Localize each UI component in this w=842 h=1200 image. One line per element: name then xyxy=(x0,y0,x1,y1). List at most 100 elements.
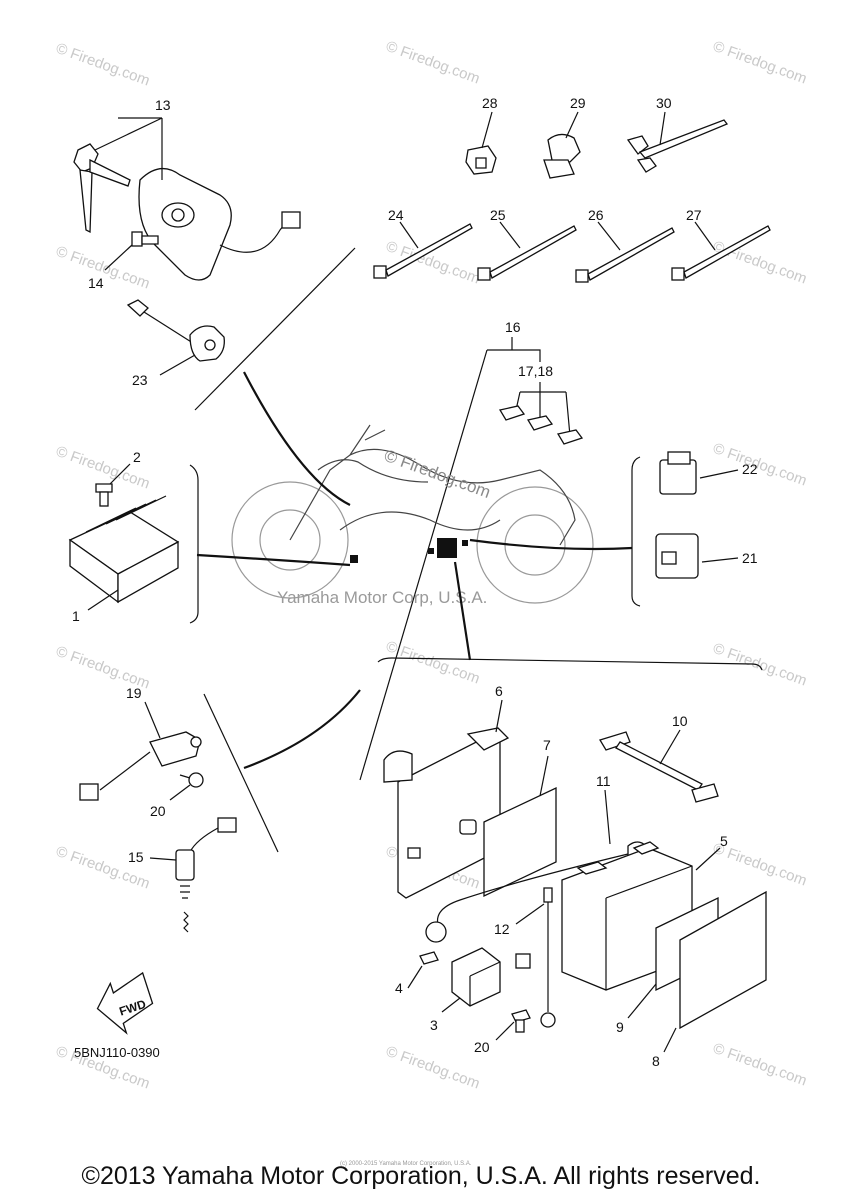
callout-28: 28 xyxy=(482,95,498,111)
leader-23 xyxy=(159,354,196,376)
sensor-part-15 xyxy=(175,817,237,933)
watermark: © Firedog.com xyxy=(711,1040,809,1090)
leader-13 xyxy=(94,117,163,180)
fuse-parts xyxy=(498,405,584,445)
watermark: © Firedog.com xyxy=(384,1043,482,1093)
callout-20b: 20 xyxy=(474,1039,490,1055)
connector-left xyxy=(196,553,351,567)
battery-box-part-6 xyxy=(383,727,510,899)
copyright-notice: ©2013 Yamaha Motor Corporation, U.S.A. A… xyxy=(81,1162,761,1190)
pad-part-7 xyxy=(483,786,557,898)
group-bracket-lower-left xyxy=(203,693,279,853)
center-watermark: © Firedog.com xyxy=(382,446,493,502)
callout-26: 26 xyxy=(588,207,604,223)
diagram-code: 5BNJ110-0390 xyxy=(74,1045,160,1060)
leader-9 xyxy=(627,983,657,1019)
motorcycle-outline xyxy=(231,424,594,604)
callout-1: 1 xyxy=(72,608,80,624)
group-bracket-top-left xyxy=(194,247,356,411)
leader-10 xyxy=(659,729,681,765)
connector-bottom-left xyxy=(243,689,361,770)
callout-4: 4 xyxy=(395,980,403,996)
callout-8: 8 xyxy=(652,1053,660,1069)
callout-21: 21 xyxy=(742,550,758,566)
watermark: © Firedog.com xyxy=(711,238,809,288)
callout-2: 2 xyxy=(133,449,141,465)
band-part-30 xyxy=(626,119,729,173)
leader-3 xyxy=(441,997,461,1013)
cable-tie-24 xyxy=(373,223,473,279)
connector-right xyxy=(469,538,633,551)
leader-1 xyxy=(87,589,119,611)
callout-13: 13 xyxy=(155,97,171,113)
leader-16-line xyxy=(359,349,488,781)
relay-part-21 xyxy=(655,533,699,579)
screw-part-20a xyxy=(179,772,204,788)
leader-4 xyxy=(407,965,423,989)
leader-11 xyxy=(604,789,611,845)
watermark: © Firedog.com xyxy=(711,640,809,690)
leader-12 xyxy=(515,903,545,925)
callout-20a: 20 xyxy=(150,803,166,819)
connector-top-left xyxy=(243,371,351,506)
callout-12: 12 xyxy=(494,921,510,937)
leader-27 xyxy=(694,221,716,251)
leader-2 xyxy=(109,463,131,485)
callout-30: 30 xyxy=(656,95,672,111)
leader-22 xyxy=(699,469,739,479)
relay-part-22 xyxy=(659,451,697,495)
leader-15 xyxy=(149,857,177,861)
leader-7 xyxy=(539,755,549,797)
switch-part-19 xyxy=(79,731,202,801)
bolt-part-4 xyxy=(419,951,439,965)
leader-20b xyxy=(495,1021,515,1041)
sensor-part-23 xyxy=(126,299,225,362)
clamp-part-28 xyxy=(465,145,497,175)
callout-7: 7 xyxy=(543,737,551,753)
leader-26 xyxy=(597,221,621,251)
callout-14: 14 xyxy=(88,275,104,291)
lead-part-12 xyxy=(515,887,556,1028)
leader-19 xyxy=(144,701,161,739)
bolt-part-14 xyxy=(131,231,159,247)
callout-25: 25 xyxy=(490,207,506,223)
cable-tie-27 xyxy=(671,225,771,281)
leader-20a xyxy=(169,784,191,801)
callout-17-18: 17,18 xyxy=(518,363,553,379)
callout-6: 6 xyxy=(495,683,503,699)
connector-bottom xyxy=(453,561,472,661)
watermark: © Firedog.com xyxy=(54,40,152,90)
callout-23: 23 xyxy=(132,372,148,388)
leader-24 xyxy=(399,221,419,249)
leader-30 xyxy=(659,111,666,146)
watermark: © Firedog.com xyxy=(711,440,809,490)
rectifier-part-1 xyxy=(68,495,180,604)
leader-8 xyxy=(663,1027,677,1053)
watermark: © Firedog.com xyxy=(711,38,809,88)
bolt-part-20b xyxy=(511,1009,531,1033)
leader-16 xyxy=(487,337,541,362)
group-bracket-battery xyxy=(377,657,763,671)
yamaha-mark: Yamaha Motor Corp, U.S.A. xyxy=(277,588,487,607)
callout-11: 11 xyxy=(596,773,611,789)
leader-21 xyxy=(701,557,739,563)
callout-22: 22 xyxy=(742,461,758,477)
callout-9: 9 xyxy=(616,1019,624,1035)
ignition-switch-part xyxy=(73,143,301,281)
callout-3: 3 xyxy=(430,1017,438,1033)
watermark: © Firedog.com xyxy=(384,38,482,88)
leader-17-18 xyxy=(515,382,571,437)
callout-16: 16 xyxy=(505,319,521,335)
leader-6 xyxy=(495,699,503,733)
cable-tie-25 xyxy=(477,225,577,281)
callout-24: 24 xyxy=(388,207,404,223)
bolt-part-2 xyxy=(95,483,113,507)
relay-part-3 xyxy=(451,947,501,1007)
leader-29 xyxy=(565,111,579,139)
cable-tie-26 xyxy=(575,227,675,283)
callout-5: 5 xyxy=(720,833,728,849)
callout-29: 29 xyxy=(570,95,586,111)
callout-15: 15 xyxy=(128,849,144,865)
band-part-10 xyxy=(599,731,719,803)
